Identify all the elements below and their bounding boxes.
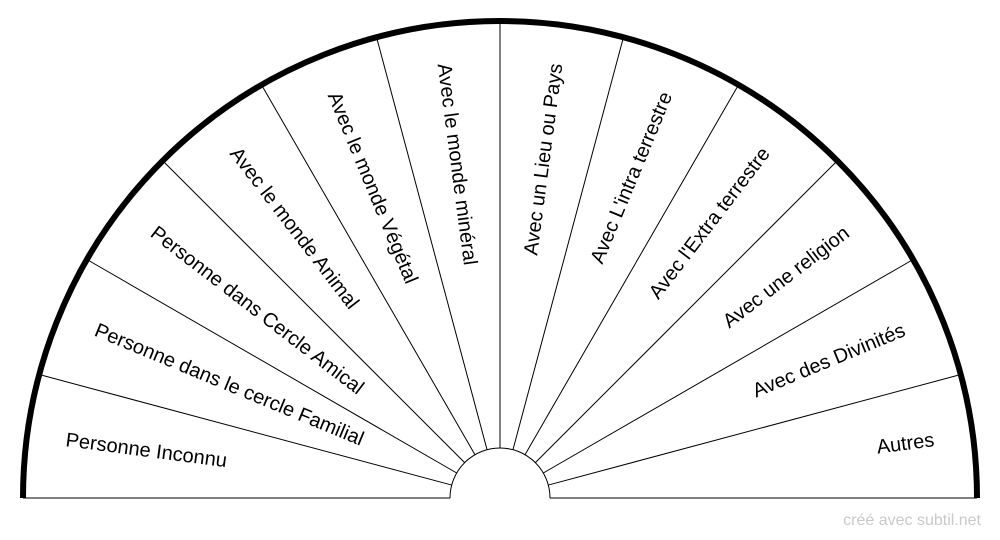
sector-label: Avec un Lieu ou Pays <box>520 62 567 256</box>
sector-dividers <box>39 21 961 486</box>
sector-divider <box>548 374 961 486</box>
sector-divider <box>376 37 488 450</box>
sector-divider <box>162 160 465 463</box>
sector-divider <box>39 374 452 486</box>
sector-divider <box>524 84 739 455</box>
sector-divider <box>535 160 838 463</box>
sector-label: Avec une religion <box>719 222 854 333</box>
sector-divider <box>261 84 476 455</box>
sector-divider <box>86 259 457 474</box>
sector-label: Avec L'intra terrestre <box>587 89 678 267</box>
sector-label: Autres <box>875 429 935 458</box>
sector-label: Personne dans le cercle Familial <box>91 320 366 451</box>
outer-arc <box>20 18 980 499</box>
sector-label: Personne Inconnu <box>64 429 228 472</box>
sector-label: Avec des Divinités <box>750 320 909 403</box>
sector-divider <box>512 37 624 450</box>
credit-text[interactable]: créé avec subtil.net <box>843 512 981 529</box>
sector-label: Avec le monde Végétal <box>323 89 422 287</box>
inner-hub-arc <box>449 447 551 499</box>
sector-divider <box>543 259 914 474</box>
sector-label: Avec l'Extra terrestre <box>645 143 775 303</box>
sector-label: Avec le monde minéral <box>433 62 481 266</box>
